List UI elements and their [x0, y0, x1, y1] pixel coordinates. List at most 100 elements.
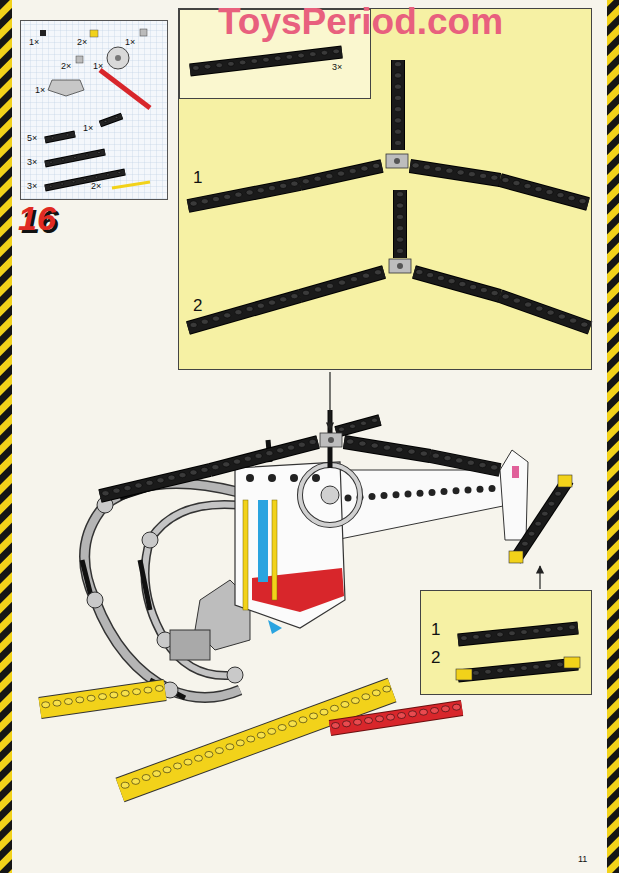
stud — [394, 84, 401, 89]
stud — [365, 717, 373, 723]
stud — [362, 273, 369, 278]
plate-body — [188, 184, 300, 206]
stud — [98, 152, 101, 154]
plate-body — [45, 152, 105, 164]
stud — [174, 763, 182, 769]
part-count: 3× — [332, 62, 342, 72]
stud — [502, 177, 509, 182]
stud — [354, 719, 362, 725]
stud — [153, 771, 161, 777]
yellow-tile — [558, 475, 572, 487]
stud — [542, 511, 549, 516]
stud — [66, 134, 69, 136]
brick-plate — [344, 439, 430, 456]
stud — [235, 192, 242, 197]
joint — [227, 667, 243, 683]
stud — [268, 728, 276, 734]
brick-plate — [188, 294, 300, 328]
plate-body — [45, 134, 75, 140]
stud — [310, 713, 318, 719]
brick-plate — [100, 467, 210, 496]
stud — [244, 456, 251, 461]
stud — [444, 455, 451, 460]
stud — [42, 702, 50, 708]
plate-body — [190, 52, 342, 70]
stud — [525, 302, 532, 307]
plate-body — [45, 172, 125, 188]
stud — [521, 666, 528, 671]
stud — [257, 732, 265, 738]
stud — [558, 314, 565, 319]
stud — [135, 483, 142, 488]
brick-plate — [120, 686, 392, 790]
stud — [491, 175, 498, 180]
step-panel-ground — [178, 8, 592, 370]
plate-body — [45, 152, 105, 164]
parts-panel-ground — [20, 20, 168, 200]
stud — [480, 173, 487, 178]
part-count: 1× — [125, 37, 135, 47]
stud — [372, 690, 380, 696]
stud — [350, 276, 357, 281]
stud — [569, 625, 576, 630]
beam-hole — [453, 487, 460, 494]
plate-body — [45, 172, 125, 188]
tail-mark — [512, 466, 519, 478]
plate-body — [414, 272, 500, 296]
part-count: 5× — [27, 133, 37, 143]
stud — [102, 491, 109, 496]
plate-body — [394, 190, 406, 258]
stud — [133, 689, 141, 695]
stud — [320, 709, 328, 715]
stud — [163, 767, 171, 773]
plate-body — [500, 180, 588, 204]
stud — [239, 60, 246, 65]
stud — [461, 636, 468, 641]
stud — [396, 237, 403, 242]
stud — [349, 168, 356, 173]
plate-body — [430, 456, 500, 470]
stud — [343, 721, 351, 727]
stud — [497, 632, 504, 637]
yellow-tile — [564, 657, 580, 668]
stud — [545, 663, 552, 668]
brick-plate — [394, 60, 401, 150]
stud — [387, 714, 395, 720]
stud — [509, 631, 516, 636]
plate-body — [100, 470, 210, 496]
stud — [95, 176, 98, 178]
stud — [376, 716, 384, 722]
brick-plate — [430, 453, 500, 470]
stud — [121, 782, 129, 788]
stud — [223, 462, 230, 467]
part-count: 2× — [61, 61, 71, 71]
stud — [113, 488, 120, 493]
stud — [257, 303, 264, 308]
stud — [286, 54, 293, 59]
page-number: 11 — [578, 854, 587, 864]
black-axle — [140, 560, 150, 610]
stud — [224, 194, 231, 199]
tail-fin — [500, 450, 528, 540]
stud — [216, 63, 223, 68]
stud — [84, 178, 87, 180]
blue-panel — [258, 500, 268, 582]
stud — [124, 485, 131, 490]
beam-hole — [405, 491, 412, 498]
stud — [268, 300, 275, 305]
seat-block — [170, 630, 210, 660]
stud — [491, 465, 498, 470]
brick-plate — [45, 152, 105, 165]
stud — [457, 170, 464, 175]
axle-hole — [394, 158, 400, 164]
hub-plate — [389, 259, 411, 273]
stud — [473, 634, 480, 639]
brick-plate — [300, 270, 384, 296]
beam-hole — [312, 474, 320, 482]
stud — [432, 453, 439, 458]
stud — [118, 171, 121, 173]
brick-plate — [300, 163, 382, 184]
brick-plate — [410, 163, 500, 181]
stud — [333, 49, 340, 54]
